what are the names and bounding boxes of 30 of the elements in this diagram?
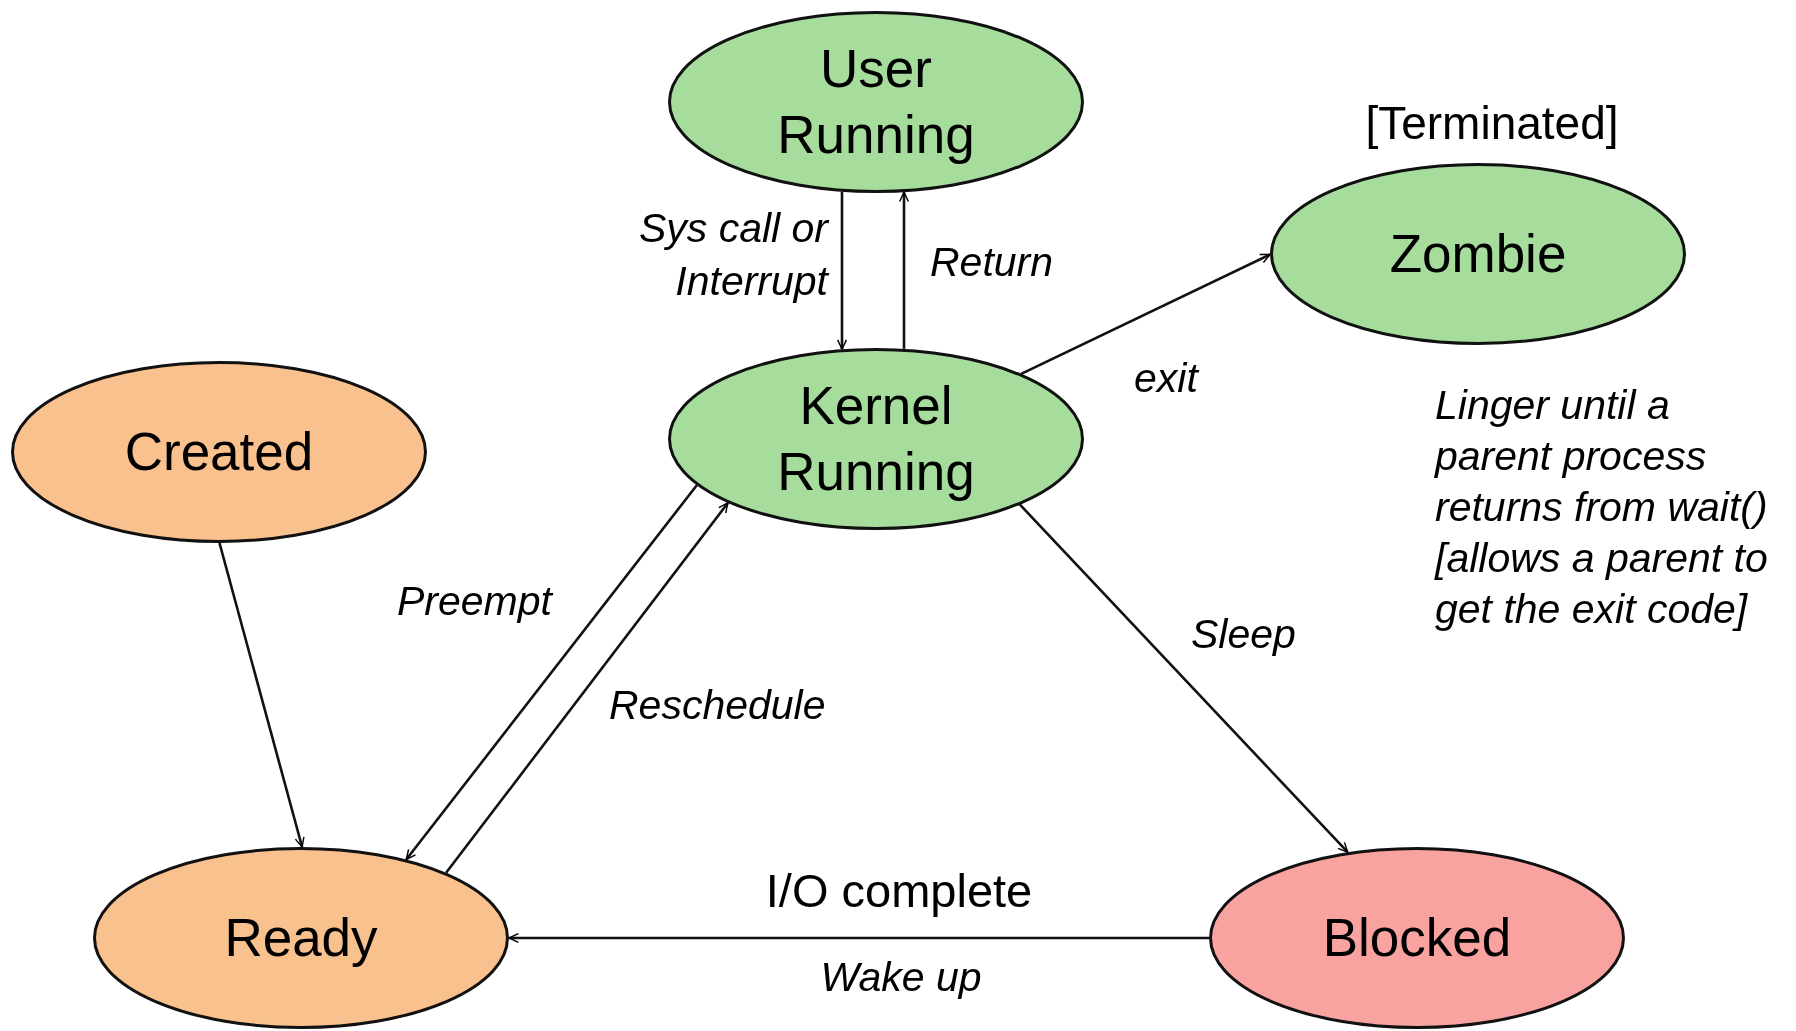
state-ellipse [1270,163,1686,345]
state-name: Kernel Running [776,374,976,503]
transition-arrow [1019,503,1349,854]
state-ellipse [93,847,509,1029]
state-ellipse [668,11,1084,193]
transition-arrow [1020,253,1271,375]
transition-arrow [898,191,910,349]
state-name: Zombie [1389,222,1567,285]
edge-label: Preempt [397,577,552,626]
edge-label: Return [930,238,1054,287]
transition-arrow [445,502,729,874]
state-annotation: [Terminated] [1365,96,1619,151]
state-name: Created [124,420,314,483]
state-name: Blocked [1322,906,1512,969]
transition-arrow [218,542,305,848]
state-ellipse [1209,847,1625,1029]
state-name: Ready [224,906,378,969]
state-ellipse [11,361,427,543]
transition-note: Wake up [820,953,982,1002]
edge-label: Sys call or Interrupt [637,204,828,306]
edge-label: exit [1134,354,1198,403]
note-text: Linger until a parent process returns from wait() [allows a parent to get the exit code] [1435,381,1769,634]
state-name: User Running [776,37,976,166]
edge-label: Reschedule [609,681,826,730]
edge-label: I/O complete [765,863,1033,919]
transition-arrow [836,191,848,350]
transition-arrow [508,932,1209,944]
transition-arrow [405,484,698,861]
state-ellipse [668,348,1084,530]
edge-label: Sleep [1191,610,1296,659]
